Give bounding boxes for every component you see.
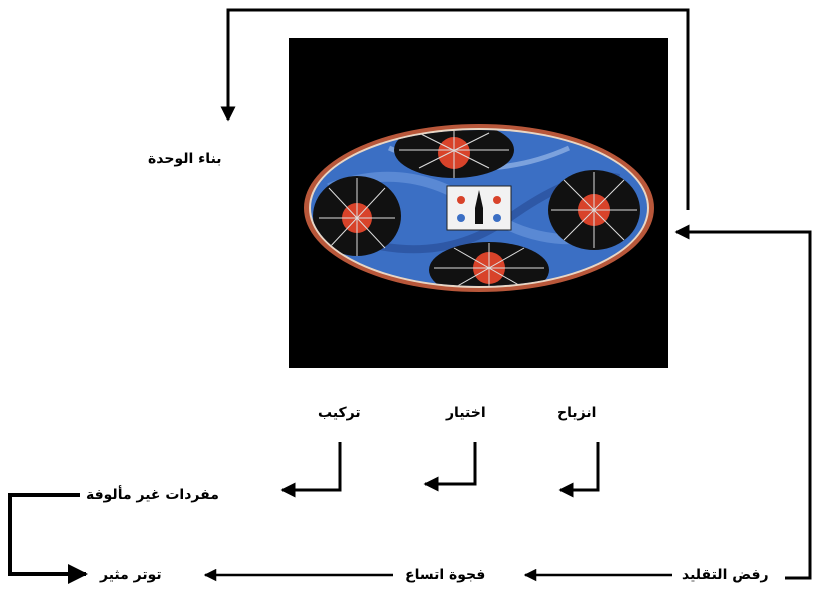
plate-photo bbox=[289, 38, 668, 368]
arrow-displacement bbox=[558, 442, 600, 498]
label-displacement: انزياح bbox=[557, 405, 597, 421]
label-unity: بناء الوحدة bbox=[148, 151, 222, 167]
medallion-left bbox=[313, 176, 401, 256]
label-composition: تركيب bbox=[318, 405, 361, 421]
label-exciting-tension: توتر مثير bbox=[100, 567, 162, 583]
center-motif bbox=[446, 185, 512, 231]
label-selection: اختيار bbox=[446, 405, 486, 421]
arrow-vocab-to-tension bbox=[8, 493, 88, 584]
arrow-plate-to-unity bbox=[220, 8, 690, 210]
medallion-right bbox=[548, 170, 640, 250]
label-expansion-gap: فجوة اتساع bbox=[405, 567, 486, 583]
arrow-rejection-to-plate bbox=[674, 224, 812, 580]
label-tradition-rejection: رفض التقليد bbox=[682, 567, 769, 583]
arrow-selection bbox=[423, 442, 477, 492]
plate-illustration bbox=[304, 124, 654, 292]
label-unfamiliar-vocab: مفردات غير مألوفة bbox=[86, 487, 219, 503]
medallion-top bbox=[394, 130, 514, 178]
arrow-composition bbox=[280, 442, 342, 498]
